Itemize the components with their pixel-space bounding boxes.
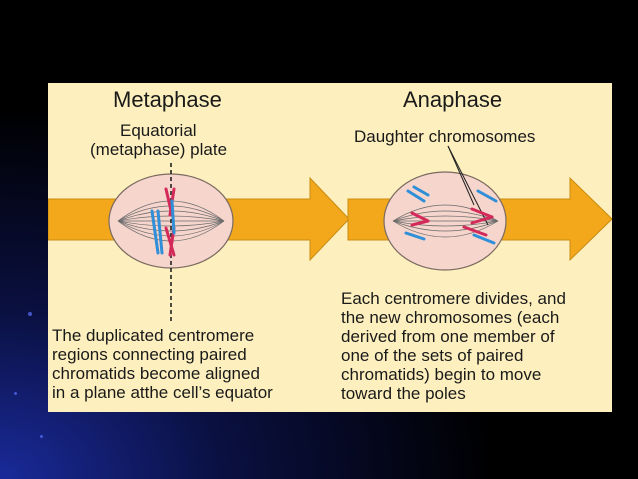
plate-label-line: Equatorial: [120, 121, 197, 140]
metaphase-caption-line: The duplicated centromere: [52, 326, 255, 345]
anaphase-cell: [383, 145, 507, 271]
anaphase-caption-line: the new chromosomes (each: [341, 308, 560, 327]
anaphase-caption: Each centromere divides, and the new chr…: [341, 289, 566, 403]
daughter-pointer-1: [447, 145, 475, 206]
anaphase-chromosome-red: [410, 207, 494, 237]
diagram-graphics: [48, 145, 612, 323]
decorative-dot: [28, 312, 32, 316]
plate-label: Equatorial (metaphase) plate: [90, 121, 227, 159]
daughter-chromosomes-label: Daughter chromosomes: [354, 127, 536, 146]
diagram-panel: Metaphase Equatorial (metaphase) plate T…: [48, 83, 612, 412]
decorative-dot: [40, 435, 43, 438]
metaphase-caption-line: in a plane atthe cell’s equator: [52, 383, 273, 402]
anaphase-chromosome-blue: [404, 185, 498, 245]
metaphase-caption-line: regions connecting paired: [52, 345, 247, 364]
metaphase-caption: The duplicated centromere regions connec…: [52, 326, 273, 402]
anaphase-caption-line: chromatids) begin to move: [341, 365, 542, 384]
metaphase-chromosome-blue-2: [170, 199, 176, 235]
metaphase-cell: [108, 163, 234, 323]
anaphase-caption-line: toward the poles: [341, 384, 466, 403]
metaphase-chromosome-blue: [150, 209, 164, 255]
metaphase-caption-line: chromatids become aligned: [52, 364, 260, 383]
anaphase-caption-line: derived from one member of: [341, 327, 555, 346]
anaphase-caption-line: Each centromere divides, and: [341, 289, 566, 308]
anaphase-caption-line: one of the sets of paired: [341, 346, 524, 365]
decorative-dot: [14, 392, 17, 395]
plate-label-line: (metaphase) plate: [90, 140, 228, 159]
metaphase-title: Metaphase: [113, 87, 222, 112]
anaphase-title: Anaphase: [403, 87, 503, 112]
